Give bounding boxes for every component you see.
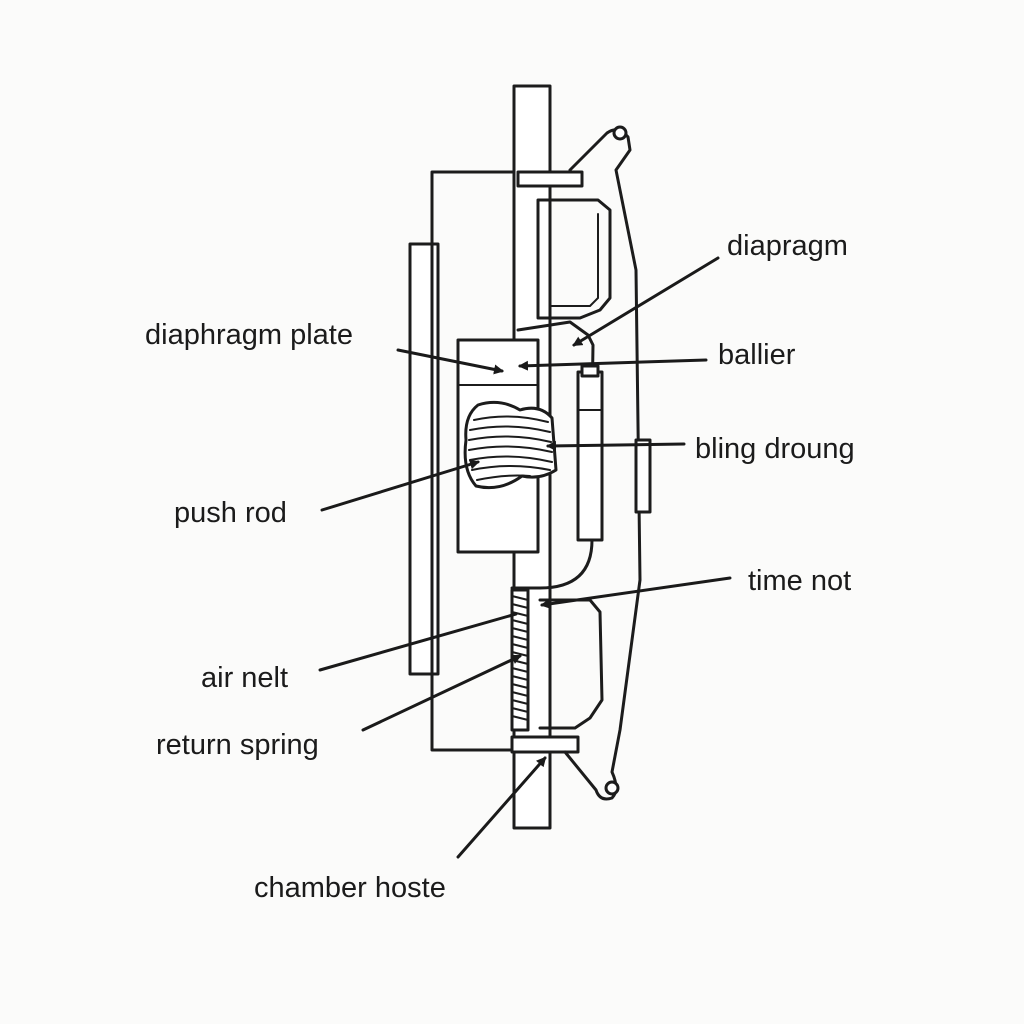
- label-diaphragm: diapragm: [727, 230, 848, 262]
- label-push-rod: push rod: [174, 497, 287, 529]
- connecting-tube: [510, 538, 594, 590]
- leader-bling-droung: [546, 440, 686, 451]
- valve-cylinder: [576, 370, 604, 542]
- label-time-not: time not: [748, 565, 851, 597]
- leader-return-spring: [361, 654, 522, 732]
- side-tab: [634, 438, 652, 514]
- label-ballier: ballier: [718, 339, 796, 371]
- label-diaphragm-plate: diaphragm plate: [145, 319, 353, 351]
- valve-cylinder-cap: [580, 364, 600, 378]
- label-return-spring: return spring: [156, 729, 319, 761]
- label-bling-droung: bling droung: [695, 433, 855, 465]
- upper-cup-inner: [549, 211, 599, 307]
- leader-lines: [318, 256, 732, 859]
- labels: diaphragm plate push rod air nelt return…: [145, 230, 855, 904]
- leader-air-inlet: [318, 612, 518, 672]
- leader-diaphragm: [572, 256, 720, 347]
- housing-outline: [430, 170, 582, 752]
- bottom-cap-plate: [510, 735, 580, 754]
- outer-mounting-plate: [408, 242, 440, 676]
- leader-time-not: [540, 576, 732, 609]
- lower-diaphragm-cup: [538, 598, 604, 730]
- label-air-inlet: air nelt: [201, 662, 288, 694]
- leader-chamber-hose: [456, 756, 547, 859]
- leader-ballier: [518, 358, 708, 371]
- leader-push-rod: [320, 459, 480, 512]
- top-mount-hole: [612, 125, 628, 141]
- upper-diaphragm-cup: [536, 198, 612, 320]
- brake-chamber-assembly: [408, 84, 652, 830]
- bottom-mount-hole: [604, 780, 620, 796]
- label-chamber-hose: chamber hoste: [254, 872, 446, 904]
- leader-diaphragm-plate: [396, 348, 504, 375]
- top-cap-plate: [516, 170, 584, 188]
